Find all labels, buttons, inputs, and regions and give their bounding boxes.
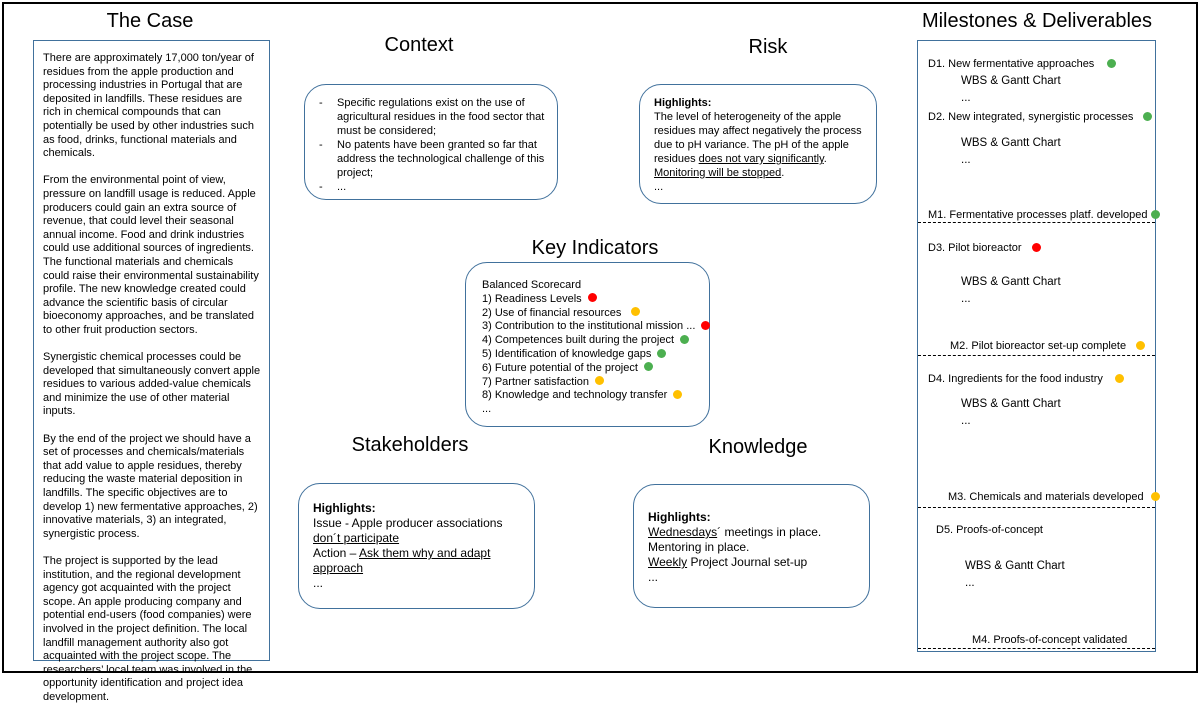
deliverable-d5-ellipsis: ... — [965, 577, 975, 589]
stakeholders-box: Highlights: Issue - Apple producer assoc… — [298, 483, 535, 609]
knowledge-title: Knowledge — [708, 436, 808, 458]
key-indicators-box: Balanced Scorecard 1) Readiness Levels 2… — [465, 262, 711, 427]
status-green-dot — [1107, 58, 1117, 68]
risk-text: The level of heterogeneity of the apple … — [654, 111, 862, 179]
key-indicators-title: Key Indicators — [531, 237, 659, 259]
risk-underline-1: does not vary significantly — [698, 153, 824, 165]
knowledge-line-2: Mentoring in place. — [648, 540, 750, 554]
deliverable-d4-ellipsis: ... — [961, 415, 971, 427]
status-red-dot — [1031, 242, 1041, 252]
milestone-m3: M3. Chemicals and materials developed — [948, 491, 1160, 503]
status-green-dot — [643, 362, 653, 372]
stakeholders-issue-underline: don´t participate — [313, 531, 400, 545]
stakeholders-action-underline: Ask them why and adapt approach — [313, 546, 491, 575]
indicator-item: 3) Contribution to the institutional mis… — [482, 320, 711, 334]
milestone-divider — [918, 507, 1155, 508]
risk-title: Risk — [748, 36, 788, 58]
status-green-dot — [657, 348, 667, 358]
context-title: Context — [384, 34, 454, 56]
risk-box: Highlights: The level of heterogeneity o… — [639, 84, 877, 204]
status-green-dot — [1150, 209, 1160, 219]
deliverable-d1: D1. New fermentative approaches — [928, 58, 1117, 70]
indicator-ellipsis: ... — [482, 403, 492, 416]
case-title: The Case — [106, 10, 194, 32]
knowledge-ellipsis: ... — [648, 570, 659, 584]
status-yellow-dot — [673, 389, 683, 399]
milestone-m1: M1. Fermentative processes platf. develo… — [928, 209, 1160, 221]
deliverable-d2: D2. New integrated, synergistic processe… — [928, 111, 1153, 123]
milestone-divider — [918, 355, 1155, 356]
deliverable-d2-ellipsis: ... — [961, 154, 971, 166]
deliverable-d4: D4. Ingredients for the food industry — [928, 373, 1124, 385]
deliverable-d5: D5. Proofs-of-concept — [936, 524, 1043, 536]
stakeholders-issue: Issue - Apple producer associations don´… — [313, 516, 503, 545]
slide-frame — [2, 2, 1198, 673]
stakeholders-action: Action – Ask them why and adapt approach — [313, 546, 491, 575]
deliverable-d5-wbs: WBS & Gantt Chart — [965, 560, 1065, 572]
context-box: Specific regulations exist on the use of… — [304, 84, 558, 200]
deliverable-d4-wbs: WBS & Gantt Chart — [961, 398, 1061, 410]
status-green-dot — [1143, 111, 1153, 121]
stakeholders-highlights-label: Highlights: — [313, 501, 376, 515]
case-paragraph: Synergistic chemical processes could be … — [43, 351, 261, 418]
deliverable-d1-wbs: WBS & Gantt Chart — [961, 75, 1061, 87]
indicator-item: 6) Future potential of the project — [482, 362, 701, 376]
case-paragraph: From the environmental point of view, pr… — [43, 174, 259, 336]
status-green-dot — [680, 334, 689, 344]
status-yellow-dot — [1114, 373, 1124, 383]
context-list: Specific regulations exist on the use of… — [315, 96, 547, 194]
case-paragraph: By the end of the project we should have… — [43, 432, 258, 540]
context-item: Specific regulations exist on the use of… — [315, 96, 547, 138]
indicator-item: 5) Identification of knowledge gaps — [482, 348, 701, 362]
knowledge-box: Highlights: Wednesdays´ meetings in plac… — [633, 484, 870, 608]
case-paragraph: There are approximately 17,000 ton/year … — [43, 52, 254, 160]
knowledge-highlights-label: Highlights: — [648, 510, 711, 524]
stakeholders-ellipsis: ... — [313, 576, 324, 590]
milestone-divider — [918, 222, 1155, 223]
indicator-item: 1) Readiness Levels — [482, 293, 701, 307]
deliverable-d2-wbs: WBS & Gantt Chart — [961, 137, 1061, 149]
status-yellow-dot — [1136, 340, 1146, 350]
knowledge-line-3: Weekly Project Journal set-up — [648, 555, 808, 569]
knowledge-line-1: Wednesdays´ meetings in place. — [648, 525, 822, 539]
case-box: There are approximately 17,000 ton/year … — [33, 40, 270, 703]
indicator-item: 4) Competences built during the project — [482, 334, 701, 348]
stakeholders-title: Stakeholders — [351, 434, 469, 456]
indicator-item: 2) Use of financial resources — [482, 307, 701, 321]
key-indicators-list: Balanced Scorecard 1) Readiness Levels 2… — [482, 279, 711, 417]
deliverable-d3-ellipsis: ... — [961, 293, 971, 305]
milestone-m2: M2. Pilot bioreactor set-up complete — [950, 340, 1146, 352]
milestone-m4: M4. Proofs-of-concept validated — [972, 634, 1128, 646]
status-yellow-dot — [631, 307, 641, 317]
case-paragraph: The project is supported by the lead ins… — [43, 554, 253, 703]
risk-highlights-label: Highlights: — [654, 97, 712, 109]
deliverable-d3: D3. Pilot bioreactor — [928, 242, 1041, 254]
scorecard-header: Balanced Scorecard — [482, 279, 582, 291]
milestones-title: Milestones & Deliverables — [921, 10, 1153, 32]
risk-ellipsis: ... — [654, 181, 664, 193]
milestone-divider — [918, 648, 1155, 649]
risk-underline-2: Monitoring will be stopped — [654, 167, 782, 179]
status-yellow-dot — [595, 376, 604, 386]
context-item: ... — [315, 180, 547, 194]
status-yellow-dot — [1150, 491, 1160, 501]
indicator-item: 8) Knowledge and technology transfer — [482, 389, 701, 403]
deliverable-d3-wbs: WBS & Gantt Chart — [961, 276, 1061, 288]
context-item: No patents have been granted so far that… — [315, 138, 547, 180]
deliverable-d1-ellipsis: ... — [961, 92, 971, 104]
milestones-box: D1. New fermentative approaches WBS & Ga… — [917, 40, 1160, 652]
indicator-item: 7) Partner satisfaction — [482, 376, 701, 390]
status-red-dot — [701, 320, 711, 330]
status-red-dot — [587, 293, 597, 303]
